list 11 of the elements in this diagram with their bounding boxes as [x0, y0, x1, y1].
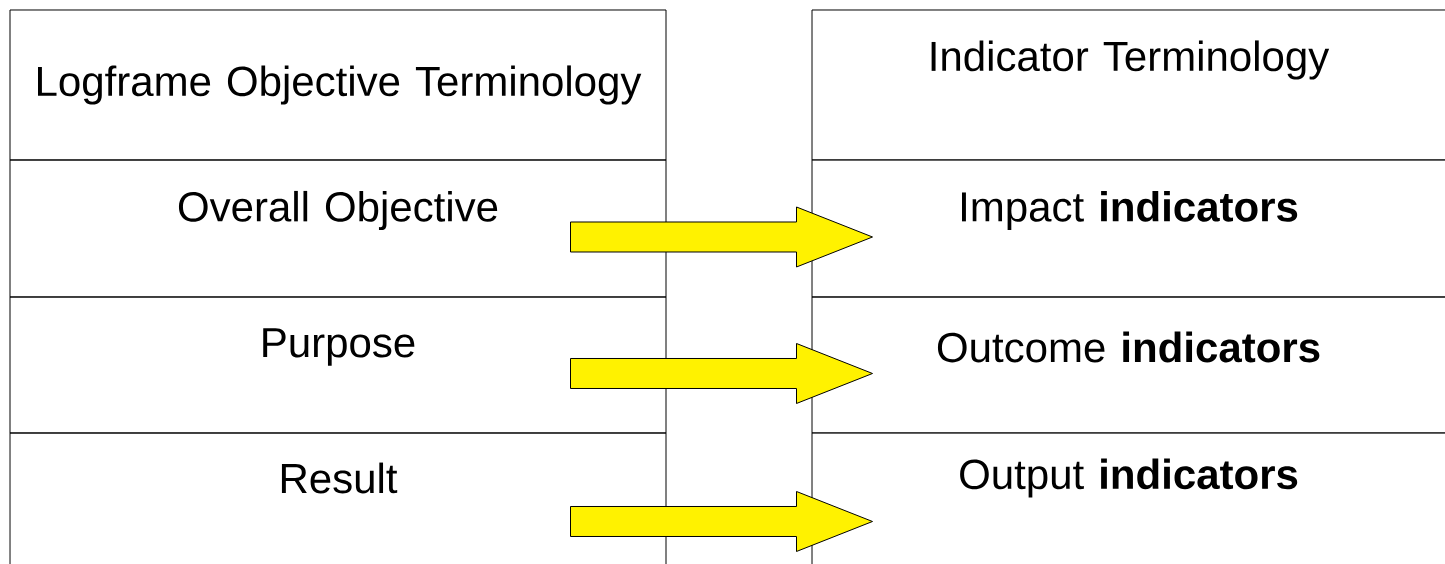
table-cell: Purpose: [9, 296, 667, 434]
table-cell: Outcome indicators: [811, 296, 1445, 434]
block-arrow: [570, 343, 873, 404]
block-arrow: [570, 491, 873, 552]
table-cell: Overall Objective: [9, 159, 667, 298]
table-cell: Output indicators: [811, 432, 1445, 564]
table-cell: Impact indicators: [811, 159, 1445, 298]
block-arrow: [570, 206, 873, 268]
table-cell: Indicator Terminology: [811, 9, 1445, 161]
table-cell: Result: [9, 432, 667, 564]
table-cell: Logframe Objective Terminology: [9, 9, 667, 161]
